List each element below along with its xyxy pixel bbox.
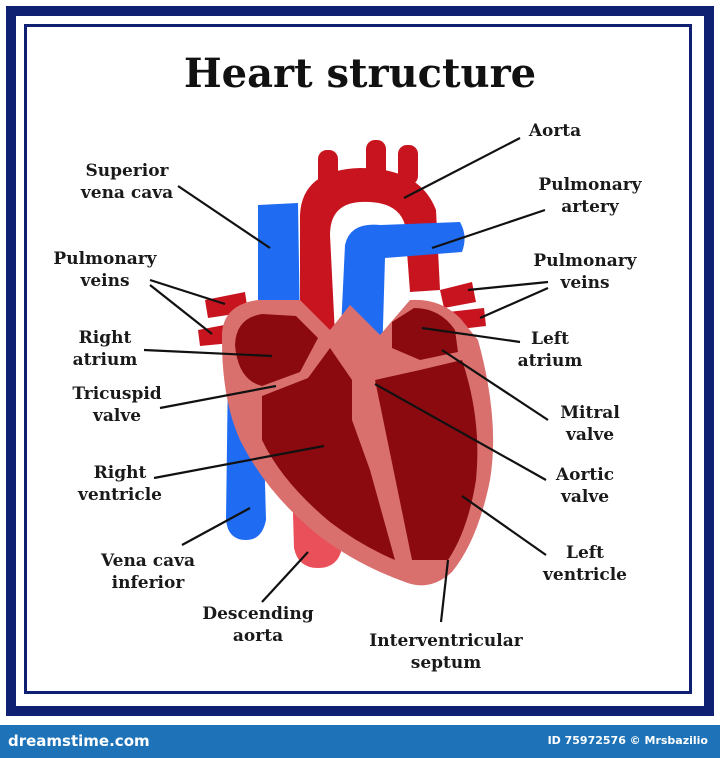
footer-image-id: ID 75972576 © Mrsbazilio — [547, 734, 708, 747]
label-descending-aorta-line1: Descending — [202, 604, 314, 624]
label-superior-vena-cava: Superior vena cava — [72, 160, 182, 204]
label-aortic-valve-line1: Aortic — [555, 465, 615, 485]
leader-right-atrium — [143, 348, 273, 358]
leader-pulmonary-veins-right-2 — [479, 286, 549, 320]
label-descending-aorta-line2: aorta — [232, 626, 284, 646]
label-aortic-valve-line2: valve — [560, 487, 610, 507]
footer-bar: dreamstime.com ID 75972576 © Mrsbazilio — [0, 725, 720, 758]
leader-right-ventricle — [153, 444, 325, 480]
label-pulmonary-veins-right: Pulmonary veins — [530, 250, 640, 294]
label-right-atrium-line2: atrium — [72, 350, 138, 370]
leader-aortic-valve — [374, 383, 547, 481]
label-pulmonary-veins-right-line1: Pulmonary — [533, 251, 637, 271]
footer-logo[interactable]: dreamstime.com — [8, 732, 150, 750]
label-tricuspid-valve-line1: Tricuspid — [72, 384, 162, 404]
label-right-ventricle-line2: ventricle — [78, 485, 162, 505]
label-aortic-valve: Aortic valve — [540, 464, 630, 508]
label-pulmonary-veins-left-line1: Pulmonary — [53, 249, 157, 269]
label-pulmonary-artery-line1: Pulmonary — [538, 175, 642, 195]
label-interventricular-septum-line2: septum — [410, 653, 482, 673]
leader-tricuspid-valve — [159, 384, 277, 410]
label-pulmonary-artery-line2: artery — [561, 197, 619, 217]
aortic-branch-3 — [398, 145, 418, 185]
label-right-atrium-line1: Right — [78, 328, 132, 348]
leader-aorta — [403, 137, 521, 199]
label-tricuspid-valve-line2: valve — [92, 406, 142, 426]
leader-left-ventricle — [461, 495, 547, 556]
label-left-atrium: Left atrium — [505, 328, 595, 372]
label-pulmonary-artery: Pulmonary artery — [535, 174, 645, 218]
label-superior-vena-cava-line1: Superior — [85, 161, 169, 181]
leader-superior-vena-cava — [177, 185, 271, 249]
leader-mitral-valve — [441, 349, 549, 421]
label-tricuspid-valve: Tricuspid valve — [62, 383, 172, 427]
label-mitral-valve-line1: Mitral — [560, 403, 620, 423]
frame-border-line — [24, 24, 692, 694]
label-aorta: Aorta — [520, 120, 590, 142]
label-vena-cava-inferior: Vena cava inferior — [88, 550, 208, 594]
leader-interventricular-septum — [439, 559, 450, 623]
label-mitral-valve-line2: valve — [565, 425, 615, 445]
label-left-ventricle: Left ventricle — [535, 542, 635, 586]
leader-left-atrium — [421, 326, 521, 344]
label-right-ventricle-line1: Right — [93, 463, 147, 483]
label-interventricular-septum-line1: Interventricular — [369, 631, 523, 651]
label-right-atrium: Right atrium — [60, 327, 150, 371]
label-left-ventricle-line1: Left — [566, 543, 604, 563]
label-descending-aorta: Descending aorta — [198, 603, 318, 647]
label-superior-vena-cava-line2: vena cava — [80, 183, 174, 203]
label-aorta-text: Aorta — [528, 121, 582, 141]
label-left-ventricle-line2: ventricle — [543, 565, 627, 585]
label-pulmonary-veins-left-line2: veins — [80, 271, 130, 291]
label-left-atrium-line1: Left — [531, 329, 569, 349]
pulmonary-vein-right-1 — [440, 282, 476, 308]
label-vena-cava-inferior-line2: inferior — [111, 573, 185, 593]
superior-vena-cava-shape — [258, 203, 300, 330]
label-interventricular-septum: Interventricular septum — [366, 630, 526, 674]
label-mitral-valve: Mitral valve — [545, 402, 635, 446]
right-ventricle-shape — [262, 348, 395, 560]
leader-pulmonary-veins-left-2 — [149, 284, 213, 335]
leader-vena-cava-inferior — [181, 507, 251, 546]
aortic-branch-1 — [318, 150, 338, 190]
label-pulmonary-veins-left: Pulmonary veins — [50, 248, 160, 292]
right-atrium-shape — [235, 314, 318, 386]
leader-descending-aorta — [261, 551, 309, 603]
label-left-atrium-line2: atrium — [517, 351, 583, 371]
aortic-arch-shape — [300, 168, 440, 335]
heart-diagram — [143, 137, 549, 623]
label-pulmonary-veins-right-line2: veins — [560, 273, 610, 293]
aortic-branch-2 — [366, 140, 386, 180]
label-right-ventricle: Right ventricle — [70, 462, 170, 506]
diagram-title: Heart structure — [183, 50, 537, 97]
label-vena-cava-inferior-line1: Vena cava — [101, 551, 195, 571]
leader-pulmonary-artery — [431, 208, 546, 250]
interventricular-septum-shape — [355, 380, 412, 560]
leader-pulmonary-veins-right-1 — [467, 280, 549, 292]
pulmonary-artery-shape — [340, 222, 465, 360]
left-atrium-shape — [392, 308, 458, 360]
leader-pulmonary-veins-left-1 — [149, 278, 226, 306]
